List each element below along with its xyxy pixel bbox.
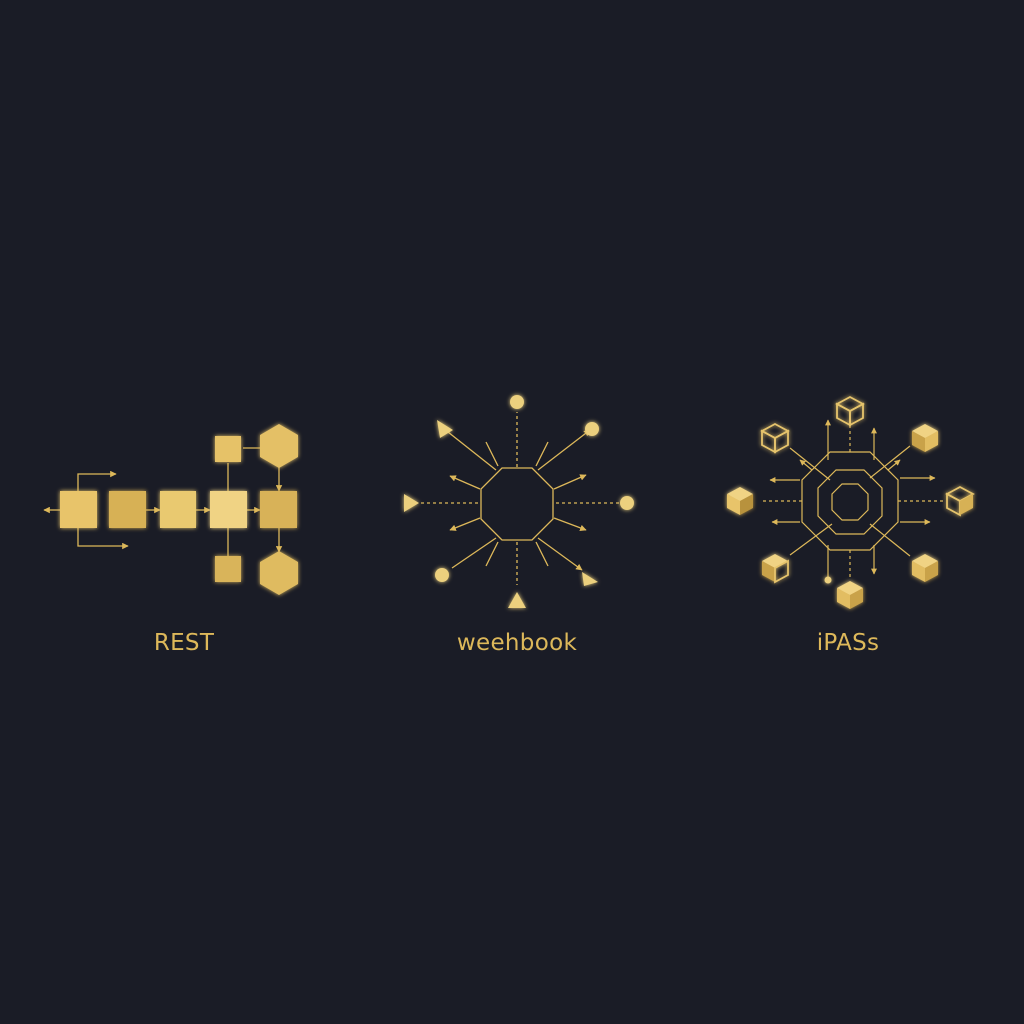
webhook-hub-icon	[420, 412, 620, 585]
ipaas-cubes	[727, 395, 975, 609]
rest-label: REST	[153, 630, 215, 656]
ipaas-cube-icon	[837, 581, 863, 609]
ipaas-cube-icon	[945, 485, 975, 517]
webhook-center-octagon	[480, 467, 554, 541]
ipaas-inner-octagon	[831, 483, 869, 521]
ipaas-middle-octagon	[817, 469, 883, 535]
ipaas-cube-icon	[835, 395, 865, 427]
ipaas-node-dot	[824, 576, 832, 584]
ipaas-cube-icon	[727, 487, 753, 515]
ipaas-cube-icon	[912, 554, 938, 582]
webhook-endpoint-dot	[510, 395, 524, 409]
rest-node	[60, 491, 97, 528]
webhook-endpoint-dot	[620, 496, 634, 510]
ipaas-outer-octagon	[801, 451, 899, 551]
webhook-endpoint-triangle	[582, 572, 598, 586]
ipaas-mesh-icon	[760, 419, 945, 580]
rest-hex-node	[260, 551, 298, 595]
rest-node	[260, 491, 297, 528]
ipaas-cube-icon	[762, 554, 789, 584]
webhook-endpoints	[404, 395, 634, 608]
webhook-label: weehbook	[456, 630, 578, 656]
ipaas-cube-icon	[760, 422, 790, 454]
rest-loop-bottom	[77, 528, 129, 550]
ipaas-label: iPASs	[816, 630, 880, 656]
rest-loop-top	[77, 470, 117, 491]
webhook-endpoint-dot	[585, 422, 599, 436]
webhook-endpoint-triangle	[437, 420, 453, 438]
rest-node	[215, 556, 241, 582]
rest-node	[215, 436, 241, 462]
webhook-endpoint-triangle	[508, 592, 526, 608]
webhook-endpoint-triangle	[404, 494, 419, 512]
rest-flow-icon	[43, 447, 283, 556]
rest-node	[109, 491, 146, 528]
rest-hex-node	[260, 424, 298, 468]
webhook-endpoint-dot	[435, 568, 449, 582]
rest-node	[210, 491, 247, 528]
rest-node	[160, 491, 196, 528]
rest-nodes	[60, 424, 298, 595]
ipaas-cube-icon	[912, 424, 938, 452]
